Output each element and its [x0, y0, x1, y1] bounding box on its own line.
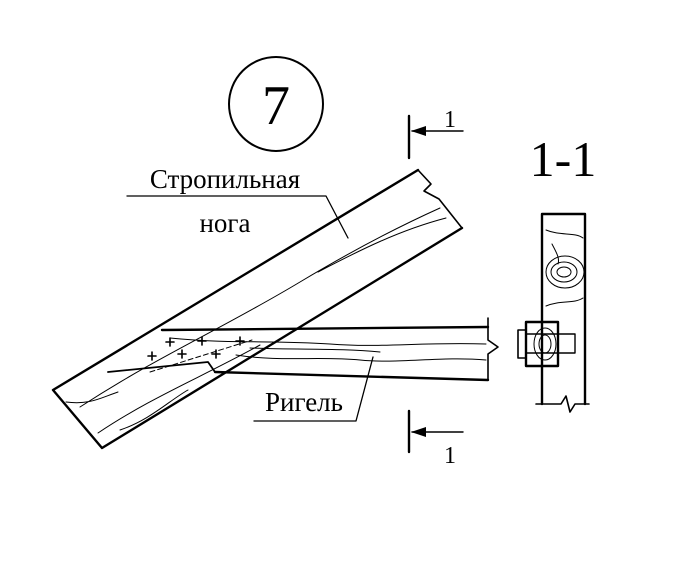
rafter-section-end-grain — [545, 229, 585, 307]
beam-outline — [160, 325, 490, 382]
detail-circle — [228, 56, 324, 152]
beam-break-line — [487, 317, 499, 381]
nail-mark — [177, 349, 187, 359]
rafter-grain — [65, 207, 447, 434]
nail-mark — [147, 351, 157, 361]
rafter-outline — [51, 168, 464, 450]
hidden-edge-line — [149, 339, 253, 373]
section-1-1-view — [517, 212, 590, 413]
section-cut-bottom: 1 — [407, 409, 464, 469]
nail-mark — [165, 337, 175, 347]
nail-mark — [235, 336, 245, 346]
beam-label: Ригель — [265, 387, 343, 417]
rafter-section-outline — [540, 212, 587, 406]
section-cut-top: 1 — [407, 107, 464, 160]
cut-arrowhead — [411, 427, 426, 437]
bolt-head — [517, 329, 527, 359]
rafter-label-line-2: нога — [199, 208, 250, 238]
section-mark-top: 1 — [444, 107, 456, 133]
beam-section-end-grain — [533, 327, 557, 361]
bolt-shaft — [525, 333, 576, 354]
rafter — [51, 168, 464, 450]
section-break-line — [535, 395, 590, 413]
rafter-leader-line — [126, 195, 349, 239]
nail-mark — [211, 349, 221, 359]
rafter-label-line-1: Стропильная — [150, 164, 300, 194]
beam — [107, 317, 499, 382]
nail-mark — [197, 336, 207, 346]
cut-arrowhead — [411, 126, 426, 136]
detail-marker: 7 — [228, 56, 324, 152]
section-title: 1-1 — [530, 131, 597, 187]
section-mark-bottom: 1 — [444, 443, 456, 469]
beam-notch — [107, 361, 216, 373]
beam-leader-line — [253, 356, 374, 422]
beam-grain — [169, 337, 487, 362]
nail-marks — [147, 336, 245, 361]
rafter-break-line — [417, 169, 463, 229]
detail-number: 7 — [262, 75, 290, 137]
